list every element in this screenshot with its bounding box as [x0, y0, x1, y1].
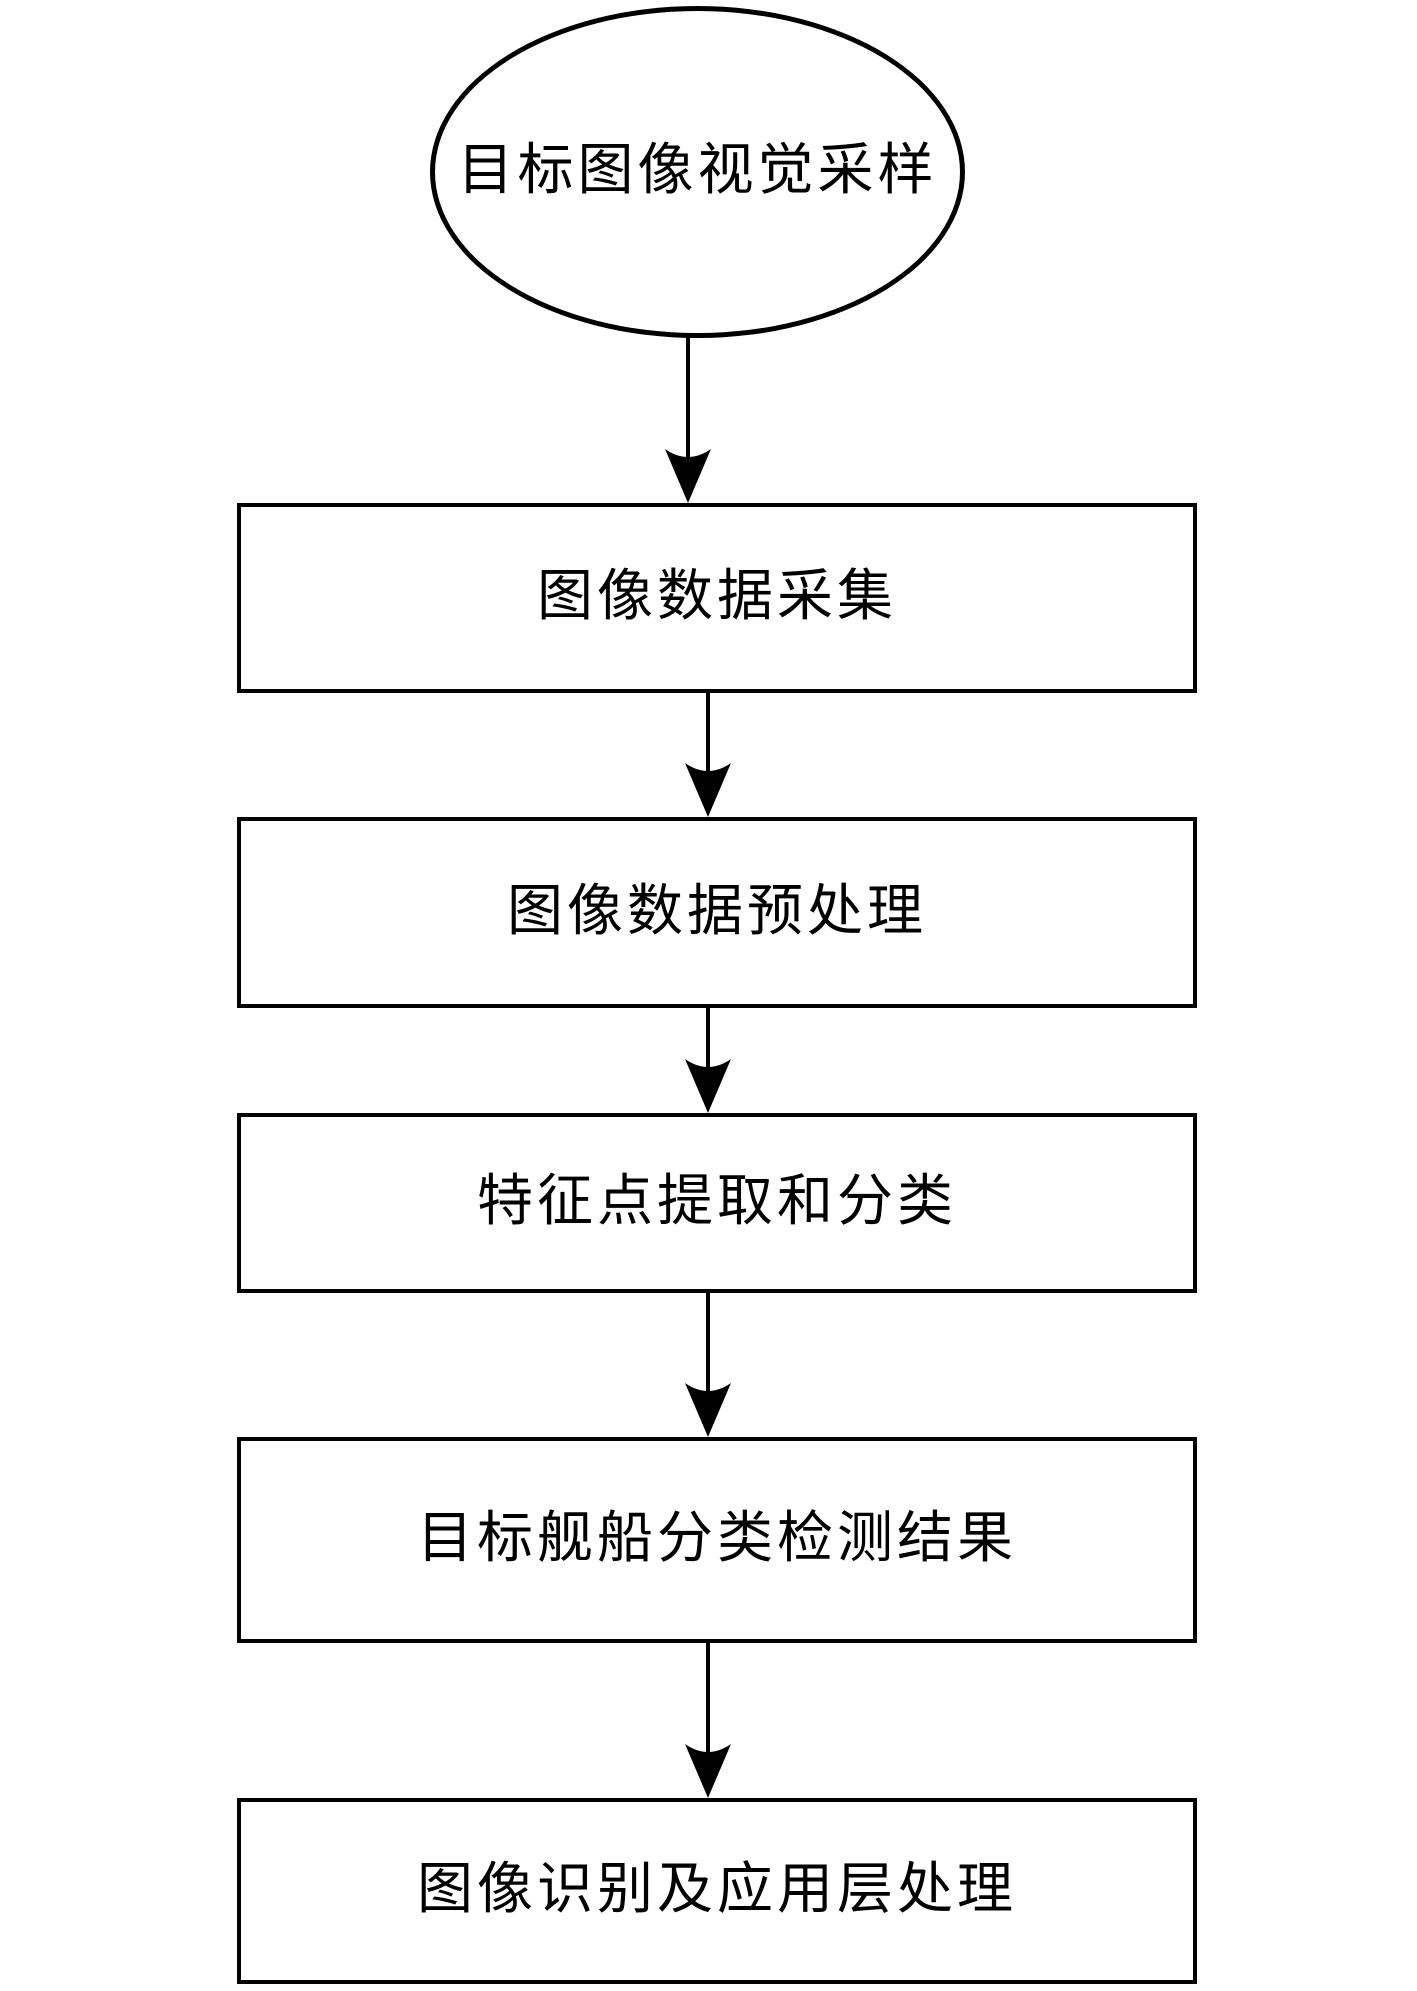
arrow-step1-to-step2	[684, 691, 732, 817]
arrow-shaft	[686, 336, 690, 459]
arrow-step3-to-step4	[684, 1291, 732, 1437]
arrow-shaft	[706, 1006, 710, 1069]
node-step3-box: 特征点提取和分类	[237, 1113, 1197, 1293]
arrow-shaft	[706, 1641, 710, 1754]
arrowhead-down-icon	[665, 449, 711, 503]
node-start-ellipse: 目标图像视觉采样	[430, 6, 965, 338]
node-step5-label: 图像识别及应用层处理	[417, 1859, 1017, 1922]
node-start-label: 目标图像视觉采样	[457, 140, 938, 203]
node-step1-box: 图像数据采集	[237, 503, 1197, 693]
arrow-start-to-step1	[664, 336, 712, 503]
node-step2-label: 图像数据预处理	[507, 880, 927, 943]
arrowhead-down-icon	[685, 1744, 731, 1798]
arrowhead-down-icon	[685, 763, 731, 817]
arrow-step2-to-step3	[684, 1006, 732, 1113]
arrow-shaft	[706, 691, 710, 773]
arrowhead-down-icon	[685, 1059, 731, 1113]
node-step2-box: 图像数据预处理	[237, 817, 1197, 1008]
arrowhead-down-icon	[685, 1383, 731, 1437]
node-step1-label: 图像数据采集	[537, 566, 897, 629]
node-step5-box: 图像识别及应用层处理	[237, 1798, 1197, 1984]
arrow-shaft	[706, 1291, 710, 1393]
node-step4-label: 目标舰船分类检测结果	[417, 1508, 1017, 1571]
node-step4-box: 目标舰船分类检测结果	[237, 1437, 1197, 1643]
arrow-step4-to-step5	[684, 1641, 732, 1798]
node-step3-label: 特征点提取和分类	[477, 1171, 957, 1234]
